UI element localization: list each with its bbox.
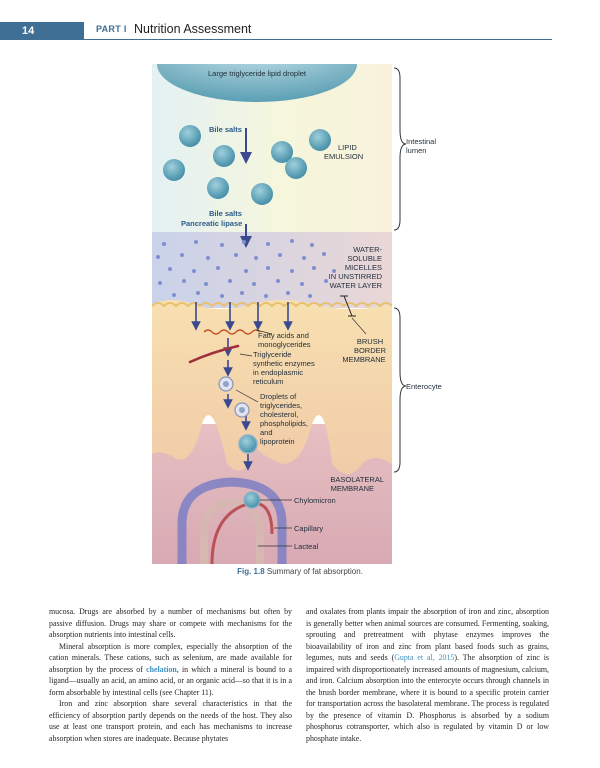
label-tg-enzymes-2: synthetic enzymes xyxy=(253,359,315,368)
paragraph: Iron and zinc absorption share several c… xyxy=(49,699,292,744)
label-brush-3: MEMBRANE xyxy=(342,355,385,364)
caption-label: Fig. 1.8 xyxy=(237,567,265,576)
running-header: 14 PART I Nutrition Assessment xyxy=(0,22,552,40)
label-fatty-acids-1: Fatty acids and xyxy=(258,331,309,340)
lumen-brace xyxy=(393,67,407,231)
label-droplets-2: triglycerides, xyxy=(260,401,302,410)
label-micelles-3: MICELLES xyxy=(345,263,382,272)
part-label: PART I xyxy=(96,24,127,34)
label-micelles-2: SOLUBLE xyxy=(347,254,382,263)
section-title: Nutrition Assessment xyxy=(134,22,252,36)
label-pancreatic-lipase: Pancreatic lipase xyxy=(181,219,242,228)
label-intestinal-lumen-2: lumen xyxy=(406,146,426,155)
figure-caption: Fig. 1.8 Summary of fat absorption. xyxy=(0,567,600,576)
citation-link[interactable]: Gupta et al, 2015 xyxy=(394,653,455,663)
chylomicron xyxy=(243,491,261,509)
label-lipid-emulsion-1: LIPID xyxy=(338,143,357,152)
fat-absorption-figure: Large triglyceride lipid droplet Bile sa… xyxy=(151,26,393,565)
caption-text: Summary of fat absorption. xyxy=(266,567,363,576)
label-brush-2: BORDER xyxy=(354,346,387,355)
body-column-left: mucosa. Drugs are absorbed by a number o… xyxy=(49,606,292,745)
droplet-large xyxy=(238,434,258,454)
figure-illustration: Large triglyceride lipid droplet Bile sa… xyxy=(151,26,393,565)
absorption-arrows xyxy=(191,302,293,471)
label-micelles-5: WATER LAYER xyxy=(330,281,383,290)
label-tg-enzymes-1: Triglyceride xyxy=(253,350,291,359)
label-droplets-1: Droplets of xyxy=(260,392,297,401)
paragraph-text: Mineral absorption is more complex, espe… xyxy=(49,641,292,674)
micelle-dots xyxy=(156,239,336,298)
brush-border xyxy=(151,302,393,308)
paragraph-text: ). The absorption of zinc is impaired wi… xyxy=(306,653,549,744)
label-tg-enzymes-3: in endoplasmic xyxy=(253,368,303,377)
label-micelles-1: WATER- xyxy=(353,245,382,254)
enterocyte-brace xyxy=(393,307,407,473)
label-lipid-emulsion-2: EMULSION xyxy=(324,152,363,161)
label-enterocyte: Enterocyte xyxy=(406,382,442,391)
header-rule xyxy=(84,39,552,40)
endoplasmic-reticulum xyxy=(188,344,240,364)
label-capillary: Capillary xyxy=(294,524,323,533)
emulsion-droplets xyxy=(163,125,331,205)
paragraph-text: , in which a mineral is bound to a ligan… xyxy=(49,664,293,697)
label-droplets-5: and xyxy=(260,428,273,437)
unstirred-water-layer xyxy=(152,232,392,308)
lacteal-loop xyxy=(200,497,264,564)
label-bile-salts-bottom: Bile salts xyxy=(209,209,242,218)
body-column-right: and oxalates from plants impair the abso… xyxy=(306,606,549,745)
fatty-acid-chain xyxy=(203,329,261,335)
label-droplets-6: lipoprotein xyxy=(260,437,295,446)
label-large-droplet: Large triglyceride lipid droplet xyxy=(208,69,307,78)
label-basolateral-1: BASOLATERAL xyxy=(330,475,384,484)
label-intestinal-lumen-1: Intestinal xyxy=(406,137,436,146)
capillary-loop xyxy=(177,477,287,564)
label-tg-enzymes-4: reticulum xyxy=(253,377,283,386)
page-number: 14 xyxy=(0,22,84,40)
paragraph-text: and oxalates from plants impair the abso… xyxy=(306,607,549,663)
paragraph: Mineral absorption is more complex, espe… xyxy=(49,641,292,699)
label-droplets-4: phospholipids, xyxy=(260,419,308,428)
label-micelles-4: IN UNSTIRRED xyxy=(329,272,383,281)
label-droplets-3: cholesterol, xyxy=(260,410,298,419)
figure-braces: Intestinal lumen Enterocyte xyxy=(393,67,442,473)
label-basolateral-2: MEMBRANE xyxy=(331,484,374,493)
label-bile-salts-top: Bile salts xyxy=(209,125,242,134)
paragraph: mucosa. Drugs are absorbed by a number o… xyxy=(49,607,292,640)
label-brush-1: BRUSH xyxy=(357,337,383,346)
term-chelation: chelation xyxy=(146,664,177,674)
paragraph: and oxalates from plants impair the abso… xyxy=(306,606,549,745)
label-lacteal: Lacteal xyxy=(294,542,319,551)
label-fatty-acids-2: monoglycerides xyxy=(258,340,311,349)
label-chylomicron: Chylomicron xyxy=(294,496,336,505)
enterocyte-cell xyxy=(152,300,392,474)
